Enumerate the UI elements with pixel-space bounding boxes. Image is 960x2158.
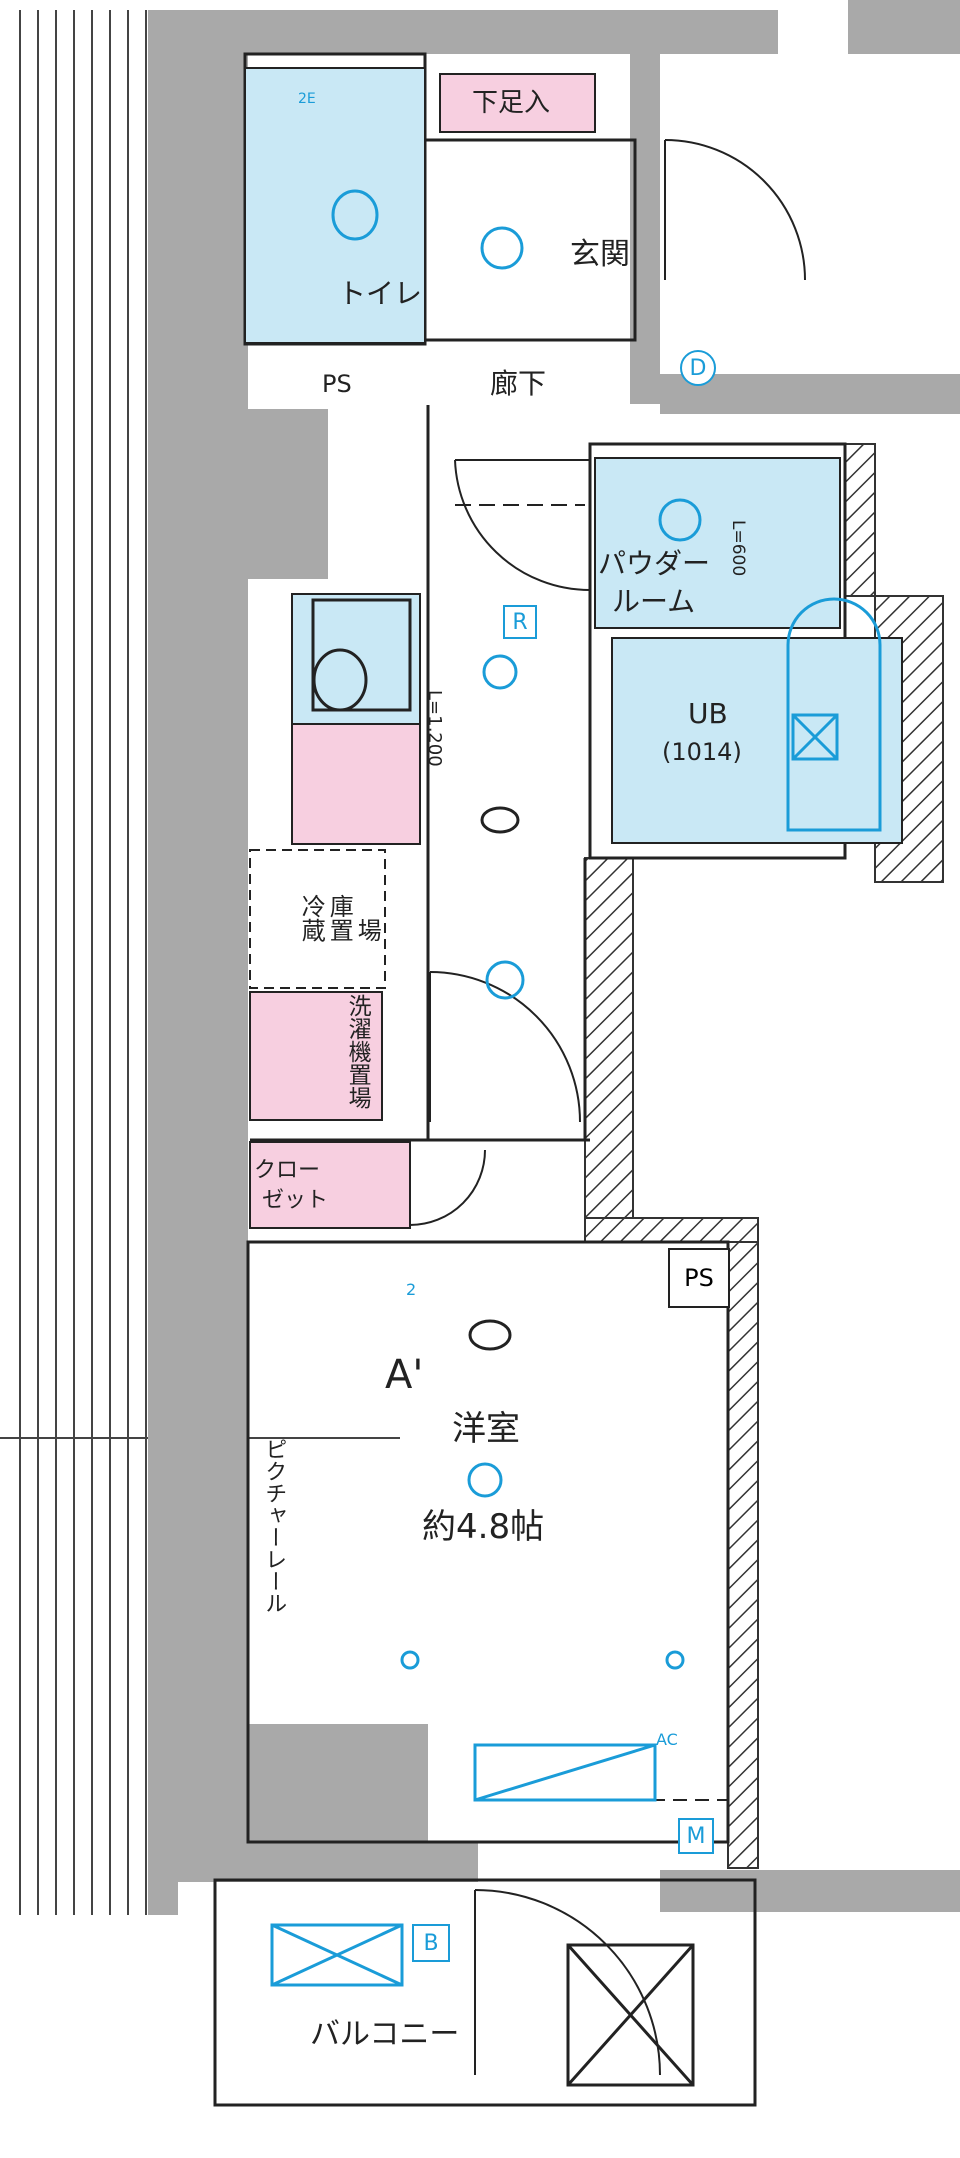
door-swings bbox=[409, 139, 806, 2076]
room-label-entrance: 玄関 bbox=[570, 237, 630, 272]
room-label-western-room-area: 約4.8帖 bbox=[422, 1507, 545, 1547]
room-label-toilet: トイレ bbox=[338, 277, 423, 310]
room-label-ps-box: PS bbox=[668, 1248, 730, 1308]
louver-lines bbox=[0, 10, 400, 1915]
dimension-kitchen-length: L=1,200 bbox=[423, 690, 445, 767]
meter-tag: M bbox=[678, 1818, 714, 1854]
room-label-laundry-space: 洗濯機置場 bbox=[344, 994, 371, 1109]
balcony-box-tag: B bbox=[412, 1924, 450, 1962]
room-label-ps-top: PS bbox=[322, 370, 352, 398]
room-label-powder-room-1: パウダー bbox=[598, 547, 711, 580]
room-label-fridge-space-3: 場 bbox=[353, 918, 382, 942]
room-label-corridor: 廊下 bbox=[490, 367, 547, 400]
room-label-western-room: 洋室 bbox=[452, 1409, 520, 1449]
room-label-unit-bath: UB bbox=[688, 697, 728, 730]
air-conditioner-label: AC bbox=[656, 1730, 678, 1749]
storage-areas bbox=[249, 73, 596, 1229]
range-hood-tag: R bbox=[503, 605, 537, 639]
wet-areas bbox=[244, 67, 903, 845]
room-label-fridge-space-2: 庫置 bbox=[325, 894, 354, 942]
room-label-closet-2: ゼット bbox=[262, 1188, 329, 1213]
outlet-2e-label: 2E bbox=[298, 91, 316, 107]
room-label-shoe-storage: 下足入 bbox=[472, 88, 551, 118]
door-intercom-tag: D bbox=[680, 350, 716, 386]
room-label-fridge-space-1: 冷蔵 bbox=[297, 894, 326, 942]
outlet-count-label: 2 bbox=[406, 1280, 417, 1299]
room-label-balcony: バルコニー bbox=[310, 2017, 460, 2052]
room-label-picture-rail: ピクチャーレール bbox=[261, 1438, 287, 1614]
dimension-vanity-length: L=600 bbox=[727, 520, 748, 577]
walls bbox=[148, 0, 960, 1915]
fixtures bbox=[270, 189, 882, 2087]
room-label-closet-1: クロー bbox=[254, 1158, 321, 1183]
room-label-powder-room-2: ルーム bbox=[612, 585, 696, 618]
section-mark-a: A' bbox=[385, 1352, 424, 1398]
room-label-unit-bath-size: (1014) bbox=[662, 738, 742, 766]
